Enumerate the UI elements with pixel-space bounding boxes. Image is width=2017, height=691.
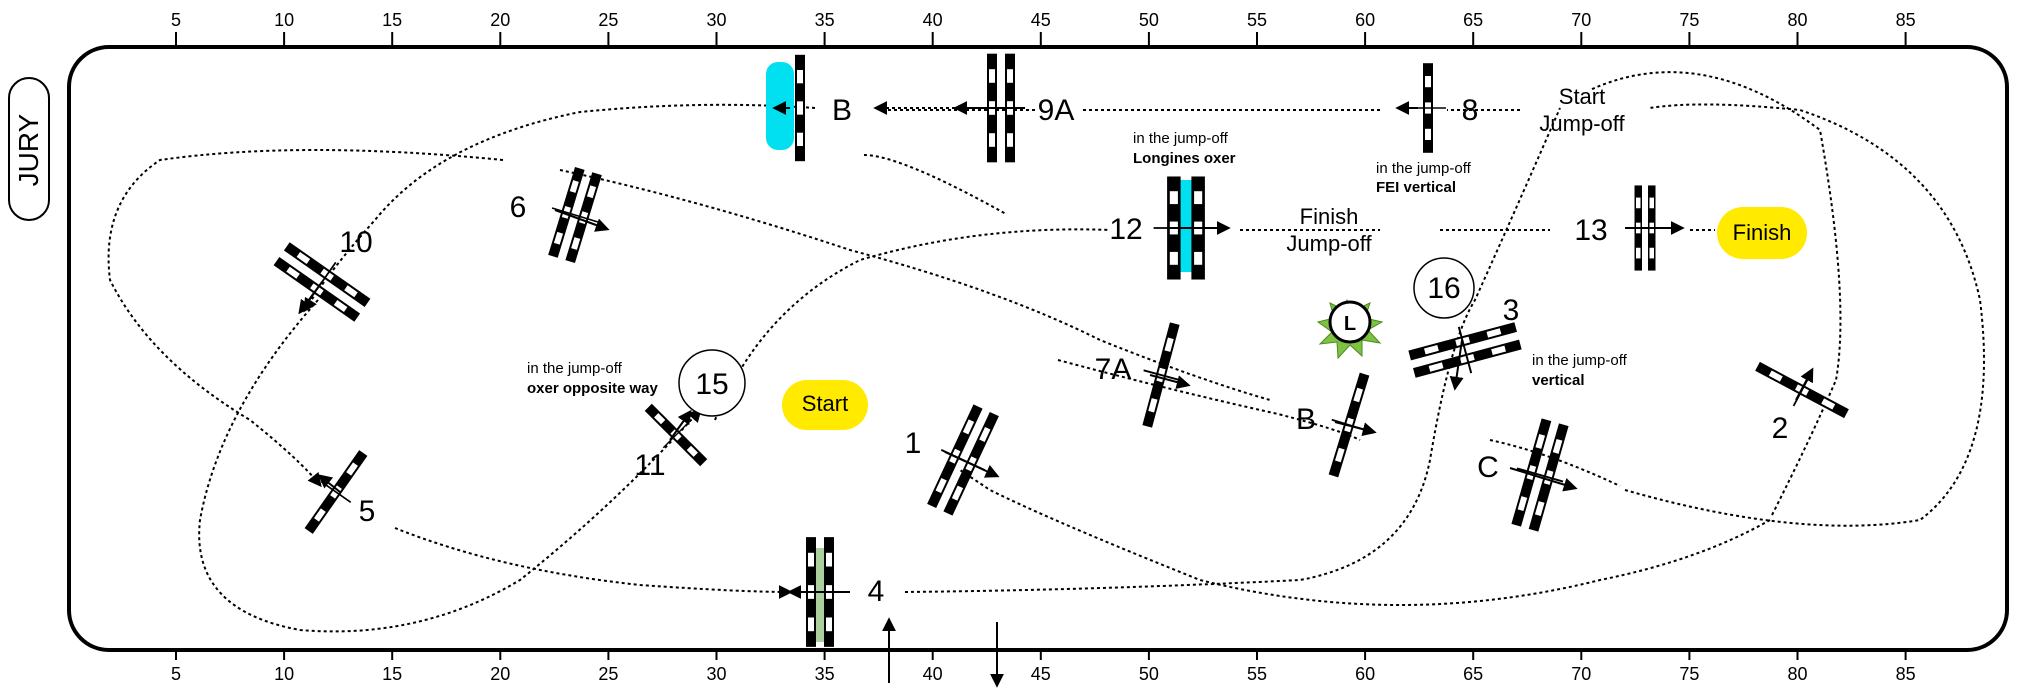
note-oxer-bold: oxer opposite way xyxy=(527,380,659,397)
fence-8 xyxy=(1395,63,1446,153)
ruler-bottom-tick-label: 5 xyxy=(171,664,181,684)
ruler-bottom-tick-label: 40 xyxy=(923,664,943,684)
label-9a: 9A xyxy=(1038,94,1075,127)
note-longines-bold: Longines oxer xyxy=(1133,150,1236,167)
ruler-bottom-tick-label: 60 xyxy=(1355,664,1375,684)
fence-12 xyxy=(1154,176,1231,279)
course-route xyxy=(107,71,1985,633)
ruler-top-tick-label: 40 xyxy=(923,10,943,30)
finish-badge-text: Finish xyxy=(1733,220,1792,245)
ruler-bottom-tick-label: 65 xyxy=(1463,664,1483,684)
ruler-bottom-tick-label: 35 xyxy=(815,664,835,684)
start-badge-shape xyxy=(782,380,868,430)
ruler-bottom-tick-label: 85 xyxy=(1896,664,1916,684)
label-16: 16 xyxy=(1427,272,1460,305)
label-2: 2 xyxy=(1772,412,1789,445)
fence-10 xyxy=(268,234,376,330)
clock-letter: L xyxy=(1344,313,1356,335)
label-5: 5 xyxy=(359,495,376,528)
ruler-bottom-tick-label: 50 xyxy=(1139,664,1159,684)
ruler-bottom-tick-label: 15 xyxy=(382,664,402,684)
ruler-top-tick-label: 5 xyxy=(171,10,181,30)
ruler-bottom-tick-label: 75 xyxy=(1679,664,1699,684)
ruler-bottom-tick-label: 55 xyxy=(1247,664,1267,684)
start-badge-text: Start xyxy=(802,391,848,416)
note-vertical-bold: vertical xyxy=(1532,372,1585,389)
ruler-bottom-tick-label: 10 xyxy=(274,664,294,684)
label-start-jumpoff-1: Start xyxy=(1559,84,1605,109)
fence-5 xyxy=(294,443,378,542)
label-15: 15 xyxy=(695,368,728,401)
fence-6 xyxy=(539,164,612,266)
fence-2 xyxy=(1749,350,1855,429)
label-8: 8 xyxy=(1462,94,1479,127)
ruler-bottom-tick-label: 25 xyxy=(598,664,618,684)
fence-b-top xyxy=(766,54,805,162)
label-4: 4 xyxy=(868,575,885,608)
ruler-bottom: 5 10 15 20 25 30 35 40 45 50 55 60 65 70 75 80 85 xyxy=(171,650,1916,684)
ruler-top-tick-label: 60 xyxy=(1355,10,1375,30)
label-11: 11 xyxy=(634,449,665,482)
label-3: 3 xyxy=(1503,294,1520,327)
label-6: 6 xyxy=(510,191,527,224)
ruler-top-tick-label: 20 xyxy=(490,10,510,30)
ruler-top-tick-label: 65 xyxy=(1463,10,1483,30)
fence-3 xyxy=(1406,313,1524,391)
ruler-top-tick-label: 25 xyxy=(598,10,618,30)
label-b-mid: B xyxy=(1296,403,1316,436)
ruler-bottom-tick-label: 20 xyxy=(490,664,510,684)
fence-7a xyxy=(1130,319,1192,431)
label-1: 1 xyxy=(905,427,922,460)
fence-4 xyxy=(787,537,850,647)
jury-box: JURY xyxy=(8,77,50,221)
ruler-top-tick-label: 50 xyxy=(1139,10,1159,30)
ruler-top-tick-label: 30 xyxy=(706,10,726,30)
ruler-bottom-tick-label: 30 xyxy=(706,664,726,684)
label-12: 12 xyxy=(1109,213,1142,246)
note-vertical-pre: in the jump-off xyxy=(1532,352,1628,369)
fence-13 xyxy=(1625,185,1685,270)
arena-outline xyxy=(67,45,2009,652)
ruler-top-tick-label: 15 xyxy=(382,10,402,30)
finish-badge-shape xyxy=(1717,207,1807,259)
clock-icon: L xyxy=(1316,298,1384,360)
note-fei-pre: in the jump-off xyxy=(1376,160,1472,177)
fence-1 xyxy=(918,400,1008,520)
label-c: C xyxy=(1477,451,1499,484)
ruler-top-tick-label: 85 xyxy=(1896,10,1916,30)
label-10: 10 xyxy=(339,226,372,259)
label-7a: 7A xyxy=(1095,353,1132,386)
ruler-top-tick-label: 45 xyxy=(1031,10,1051,30)
jury-label: JURY xyxy=(13,113,44,186)
ruler-top: 5 10 15 20 25 30 35 40 45 50 55 60 65 70 75 80 85 xyxy=(171,10,1916,45)
note-oxer-pre: in the jump-off xyxy=(527,360,623,377)
label-b-top: B xyxy=(832,94,852,127)
label-start-jumpoff-2: Jump-off xyxy=(1539,111,1625,136)
circle-15 xyxy=(678,349,746,417)
ruler-top-tick-label: 35 xyxy=(815,10,835,30)
label-finish-jumpoff-2: Jump-off xyxy=(1286,231,1372,256)
ruler-bottom-tick-label: 45 xyxy=(1031,664,1051,684)
ruler-top-tick-label: 80 xyxy=(1787,10,1807,30)
fence-c xyxy=(1502,416,1578,535)
ruler-top-tick-label: 55 xyxy=(1247,10,1267,30)
ruler-top-tick-label: 75 xyxy=(1679,10,1699,30)
ruler-top-tick-label: 10 xyxy=(274,10,294,30)
note-fei-bold: FEI vertical xyxy=(1376,179,1456,196)
fence-b-mid xyxy=(1316,369,1382,481)
note-longines-pre: in the jump-off xyxy=(1133,130,1229,147)
label-13: 13 xyxy=(1574,214,1607,247)
ruler-bottom-tick-label: 70 xyxy=(1571,664,1591,684)
ruler-top-tick-label: 70 xyxy=(1571,10,1591,30)
ruler-bottom-tick-label: 80 xyxy=(1787,664,1807,684)
fence-11 xyxy=(636,395,717,476)
circle-16 xyxy=(1413,257,1475,319)
label-finish-jumpoff-1: Finish xyxy=(1300,204,1359,229)
fence-9a xyxy=(953,54,1025,163)
